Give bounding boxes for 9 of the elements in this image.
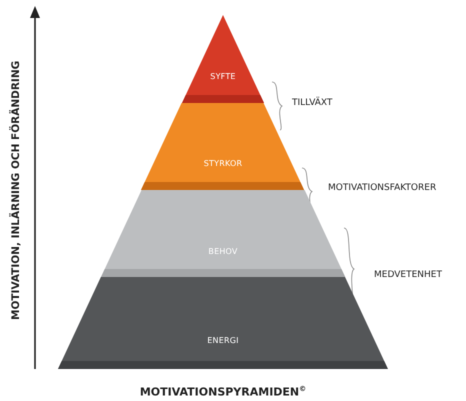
- bracket-label: MEDVETENHET: [374, 270, 442, 280]
- caption: MOTIVATIONSPYRAMIDEN$^{©}$: [138, 385, 308, 399]
- layer-label: BEHOV: [208, 247, 238, 256]
- bracket-label: TILLVÄXT: [292, 98, 332, 108]
- bracket-label: MOTIVATIONSFAKTORER: [328, 183, 436, 193]
- axis-label: MOTIVATION, INLÄRNING OCH FÖRÄNDRING: [10, 60, 22, 320]
- layer-label: SYFTE: [210, 72, 236, 81]
- layer-label: ENERGI: [207, 336, 239, 345]
- layer-label: STYRKOR: [204, 159, 242, 168]
